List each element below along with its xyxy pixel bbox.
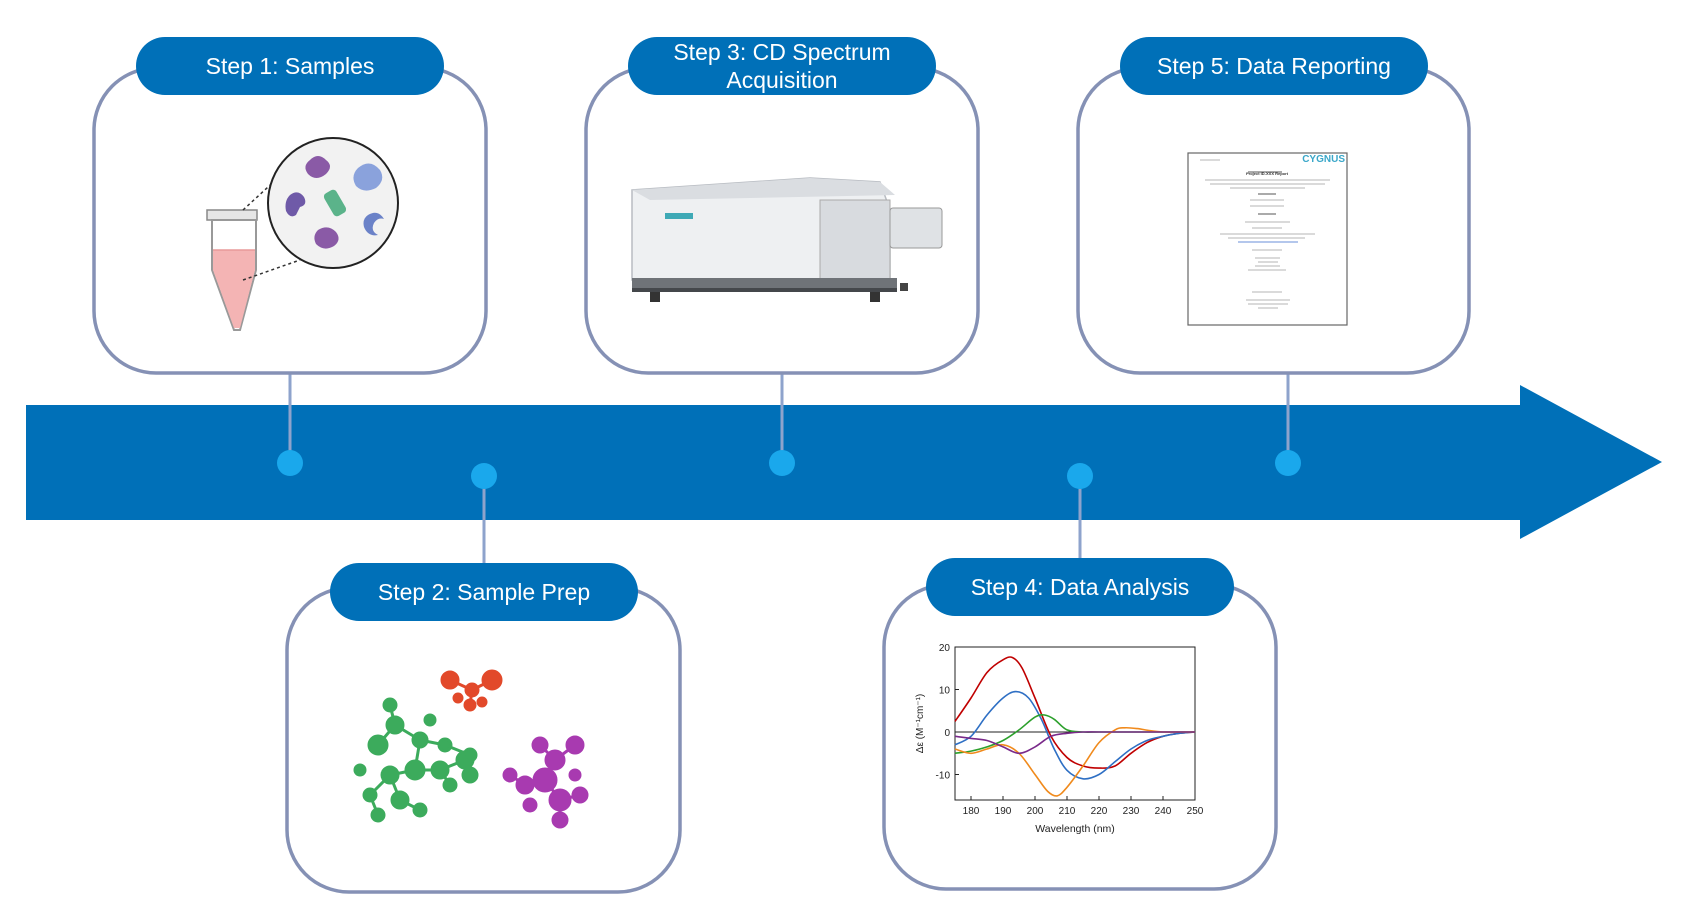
step-3-label: Step 3: CD Spectrum Acquisition <box>673 39 891 93</box>
step-4-label-pill: Step 4: Data Analysis <box>926 558 1234 616</box>
x-tick-label: 230 <box>1123 806 1140 817</box>
x-tick-label: 240 <box>1155 806 1172 817</box>
timeline-dot-step-5 <box>1275 450 1301 476</box>
x-axis-label: Wavelength (nm) <box>1035 823 1115 835</box>
step-2-label: Step 2: Sample Prep <box>377 579 591 605</box>
series-line-5 <box>954 731 1195 755</box>
x-tick-label: 180 <box>963 806 980 817</box>
timeline-dot-step-4 <box>1067 463 1093 489</box>
y-axis-label: Δε (M⁻¹cm⁻¹) <box>915 694 926 753</box>
step-3-label-pill: Step 3: CD Spectrum Acquisition <box>628 37 936 95</box>
cd-spectrometer-icon <box>631 177 943 302</box>
y-tick-label: 0 <box>944 728 950 739</box>
series-line-1 <box>954 656 1196 769</box>
report-document-icon <box>1187 152 1348 326</box>
step-5-label: Step 5: Data Reporting <box>1157 53 1391 79</box>
y-tick-label: 10 <box>939 686 951 697</box>
x-tick-label: 210 <box>1059 806 1076 817</box>
step-box-4 <box>882 583 1278 891</box>
step-5-label-pill: Step 5: Data Reporting <box>1120 37 1428 95</box>
series-line-4 <box>954 726 1195 797</box>
timeline-dot-step-2 <box>471 463 497 489</box>
report-brand-logo: CYGNUS <box>1302 154 1345 165</box>
timeline-arrow <box>26 385 1662 539</box>
step-4-label: Step 4: Data Analysis <box>970 574 1190 600</box>
step-box-2 <box>285 586 682 894</box>
x-tick-label: 220 <box>1091 806 1108 817</box>
step-1-label-pill: Step 1: Samples <box>136 37 444 95</box>
y-tick-label: -10 <box>936 771 951 782</box>
x-tick-label: 200 <box>1027 806 1044 817</box>
timeline-dot-step-1 <box>277 450 303 476</box>
cd-spectrum-chart: 180 190 200 210 220 230 240 250 -10 0 10 20Waveleng… <box>915 643 1204 835</box>
molecules-icon <box>353 669 589 829</box>
y-tick-label: 20 <box>939 643 951 654</box>
x-tick-label: 250 <box>1187 806 1204 817</box>
sample-tube-icon <box>206 137 399 331</box>
chart-frame <box>954 646 1196 801</box>
x-tick-label: 190 <box>995 806 1012 817</box>
report-title: Project ID-XXX Report <box>1246 171 1289 176</box>
series-line-2 <box>954 690 1196 780</box>
timeline-dot-step-3 <box>769 450 795 476</box>
connectors <box>288 372 1290 566</box>
step-1-label: Step 1: Samples <box>205 53 375 79</box>
step-2-label-pill: Step 2: Sample Prep <box>330 563 638 621</box>
